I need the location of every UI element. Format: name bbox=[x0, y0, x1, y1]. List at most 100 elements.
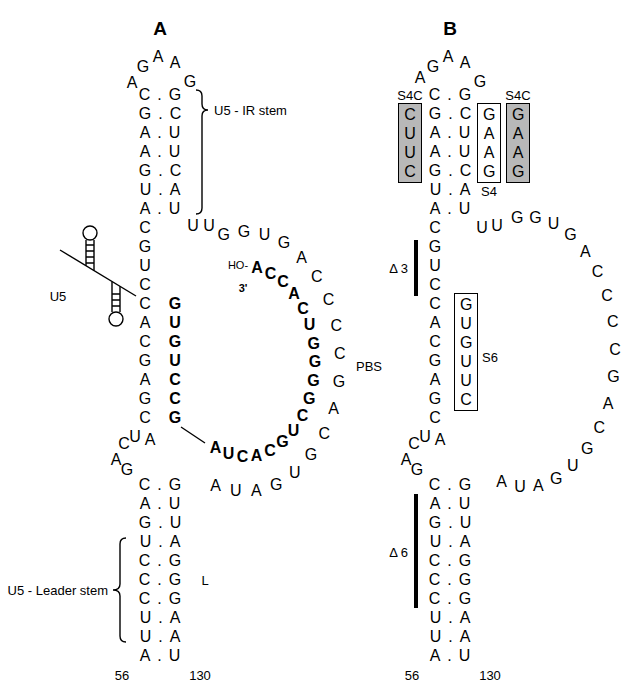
nucleotide: C bbox=[139, 277, 151, 293]
nucleotide: A bbox=[533, 478, 544, 494]
base-pair: A.U bbox=[133, 201, 188, 217]
ir-stem-brace bbox=[196, 90, 208, 214]
base-pair: A.U bbox=[133, 648, 188, 664]
nucleotide: A bbox=[580, 244, 591, 260]
trna-link bbox=[181, 427, 205, 443]
nucleotide: U bbox=[169, 353, 181, 369]
base-pair: A.U bbox=[423, 144, 478, 160]
base-pair: A.U bbox=[133, 496, 188, 512]
nucleotide: G bbox=[303, 391, 315, 407]
nucleotide: U bbox=[129, 429, 141, 445]
nucleotide: C bbox=[592, 264, 604, 280]
nucleotide: U bbox=[259, 227, 271, 243]
nucleotide: G bbox=[307, 336, 319, 352]
base-pair: C.G bbox=[132, 87, 188, 103]
nucleotide: C bbox=[429, 220, 441, 236]
base-pair: C.G bbox=[422, 477, 478, 493]
nucleotide: G bbox=[278, 235, 290, 251]
region-label: Δ 3 bbox=[389, 262, 408, 275]
base-pair: G.U bbox=[132, 515, 188, 531]
nucleotide: U bbox=[514, 479, 526, 495]
nucleotide: G bbox=[411, 462, 423, 478]
nucleotide: A bbox=[430, 315, 441, 331]
nucleotide: G bbox=[529, 210, 541, 226]
base-pair: A.U bbox=[423, 496, 478, 512]
nucleotide: C bbox=[607, 314, 619, 330]
base-pair: U.A bbox=[423, 182, 478, 198]
nucleotide: C bbox=[429, 277, 441, 293]
nucleotide: G bbox=[429, 239, 441, 255]
nucleotide: C bbox=[593, 420, 605, 436]
nucleotide: C bbox=[601, 288, 613, 304]
nucleotide: C bbox=[277, 274, 289, 290]
nucleotide: U bbox=[491, 218, 503, 234]
base-pair: G.U bbox=[422, 515, 478, 531]
substitution-box: S4CGAAG bbox=[506, 103, 530, 183]
nucleotide: G bbox=[581, 441, 593, 457]
nucleotide: G bbox=[169, 334, 181, 350]
nucleotide: C bbox=[408, 436, 420, 452]
nucleotide: U bbox=[429, 258, 441, 274]
base-pair: U.A bbox=[133, 534, 188, 550]
nucleotide: A bbox=[443, 49, 454, 65]
substitution-box: S4CCUUC bbox=[398, 103, 422, 183]
substituted-sequence: GAAG bbox=[512, 105, 524, 181]
nucleotide: G bbox=[305, 447, 317, 463]
nucleotide: C bbox=[139, 334, 151, 350]
nucleotide: G bbox=[429, 391, 441, 407]
u5-icon-loop bbox=[109, 312, 123, 326]
deletion-bar bbox=[414, 494, 418, 608]
nucleotide: C bbox=[169, 391, 181, 407]
base-pair: U.A bbox=[133, 629, 188, 645]
nucleotide: A bbox=[328, 401, 339, 417]
base-pair: C.G bbox=[132, 591, 188, 607]
region-label: U5 bbox=[50, 290, 67, 303]
base-pair: C.G bbox=[422, 591, 478, 607]
nucleotide: G bbox=[429, 353, 441, 369]
nucleotide: C bbox=[318, 426, 330, 442]
nucleotide: G bbox=[169, 410, 181, 426]
base-pair: C.G bbox=[422, 553, 478, 569]
u5-icon-hairpin bbox=[112, 282, 120, 313]
nucleotide: C bbox=[264, 443, 276, 459]
nucleotide: A bbox=[460, 55, 471, 71]
nucleotide: A bbox=[111, 452, 122, 468]
base-pair: U.A bbox=[133, 610, 188, 626]
region-label: PBS bbox=[356, 360, 382, 373]
nucleotide: G bbox=[550, 471, 562, 487]
panel-letter: A bbox=[153, 19, 167, 38]
nucleotide: U bbox=[169, 315, 181, 331]
region-label: U5 - Leader stem bbox=[8, 584, 108, 597]
nucleotide: A bbox=[603, 396, 614, 412]
nucleotide: A bbox=[496, 474, 507, 490]
nucleotide: U bbox=[223, 446, 235, 462]
base-pair: G.C bbox=[422, 106, 478, 122]
region-label: L bbox=[201, 574, 208, 587]
nucleotide: C bbox=[169, 372, 181, 388]
base-pair: A.U bbox=[423, 201, 478, 217]
nucleotide: U bbox=[187, 218, 199, 234]
nucleotide: C bbox=[334, 346, 346, 362]
base-pair: U.A bbox=[423, 534, 478, 550]
nucleotide: U bbox=[476, 220, 488, 236]
nucleotide: C bbox=[429, 334, 441, 350]
nucleotide: C bbox=[429, 410, 441, 426]
nucleotide: C bbox=[139, 296, 151, 312]
region-label: 56 bbox=[115, 669, 129, 682]
nucleotide: G bbox=[276, 434, 288, 450]
nucleotide: A bbox=[170, 55, 181, 71]
nucleotide: U bbox=[548, 216, 560, 232]
region-label: 130 bbox=[479, 669, 501, 682]
region-label: Δ 6 bbox=[389, 546, 408, 559]
nucleotide: C bbox=[139, 220, 151, 236]
nucleotide: G bbox=[427, 59, 439, 75]
nucleotide: C bbox=[429, 296, 441, 312]
nucleotide: C bbox=[323, 292, 335, 308]
nucleotide: A bbox=[210, 440, 222, 456]
nucleotide: C bbox=[237, 449, 249, 465]
nucleotide: U bbox=[203, 218, 215, 234]
base-pair: A.U bbox=[423, 125, 478, 141]
nucleotide: C bbox=[609, 342, 621, 358]
base-pair: G.C bbox=[422, 163, 478, 179]
nucleotide: U bbox=[419, 429, 431, 445]
